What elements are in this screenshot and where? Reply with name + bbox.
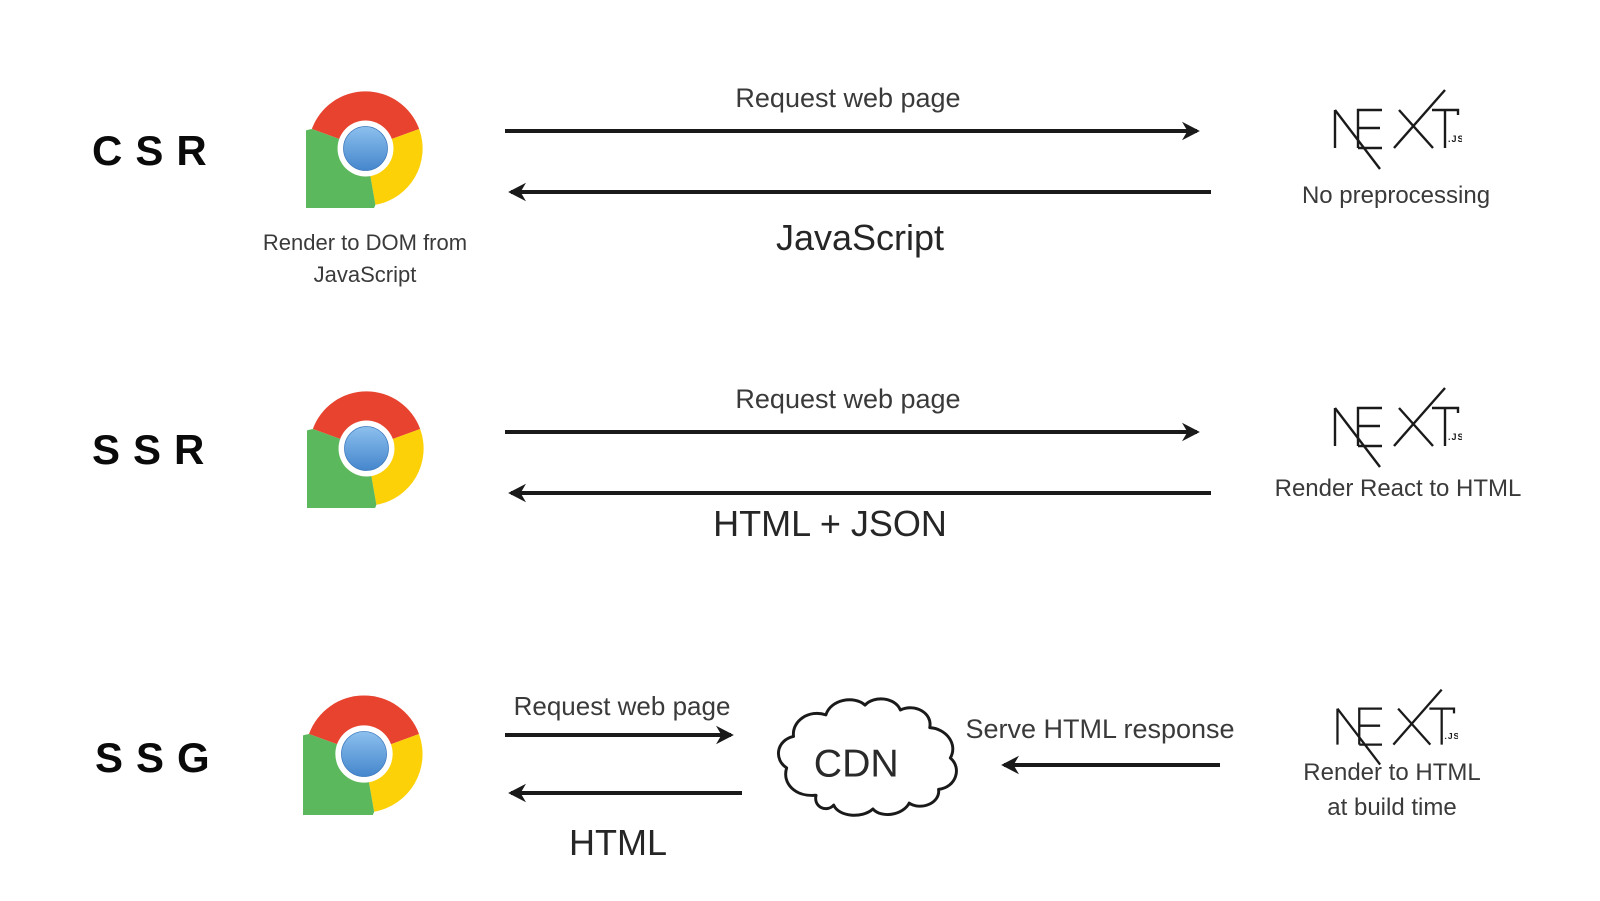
nextjs-logo: .JS (1306, 684, 1458, 774)
row-label-csr: CSR (92, 127, 220, 174)
request-arrow-ssr (505, 422, 1200, 442)
browser-caption-line1: Render to DOM from (262, 230, 468, 255)
request-label-csr: Request web page (735, 83, 961, 113)
request-arrow-ssg (505, 725, 734, 745)
nextjs-logo-suffix: .JS (1445, 731, 1458, 741)
row-label-ssr: SSR (92, 426, 218, 473)
request-label-ssg: Request web page (513, 691, 731, 721)
response-label-csr: JavaScript (775, 217, 945, 258)
chrome-browser-icon (306, 89, 425, 208)
cloud-outline (777, 697, 958, 817)
nextjs-logo: .JS (1302, 84, 1462, 179)
response-arrow-csr (508, 182, 1211, 202)
server-caption-ssg-line2: at build time (1327, 794, 1457, 821)
nextjs-logo-suffix: .JS (1448, 134, 1462, 144)
browser-caption-line2: JavaScript (313, 262, 417, 287)
chrome-browser-icon (303, 693, 425, 815)
serve-arrow-ssg (1001, 755, 1220, 775)
response-arrow-ssg (508, 783, 742, 803)
nextjs-logo: .JS (1302, 382, 1462, 477)
server-caption-csr: No preprocessing (1301, 182, 1491, 209)
cdn-label: CDN (814, 743, 899, 786)
response-label-ssg: HTML (569, 822, 667, 863)
chrome-browser-icon (307, 389, 426, 508)
request-arrow-csr (505, 121, 1200, 141)
server-caption-ssr: Render React to HTML (1274, 475, 1522, 502)
request-label-ssr: Request web page (735, 384, 961, 414)
cdn-cloud: CDN (777, 697, 958, 817)
nextjs-logo-suffix: .JS (1448, 432, 1462, 442)
response-label-ssr: HTML + JSON (713, 503, 947, 544)
response-arrow-ssr (508, 483, 1211, 503)
browser-caption-csr: Render to DOM from JavaScript (240, 227, 490, 291)
serve-label-ssg: Serve HTML response (965, 714, 1235, 744)
row-label-ssg: SSG (95, 734, 223, 781)
server-caption-ssg-line1: Render to HTML (1303, 759, 1481, 786)
